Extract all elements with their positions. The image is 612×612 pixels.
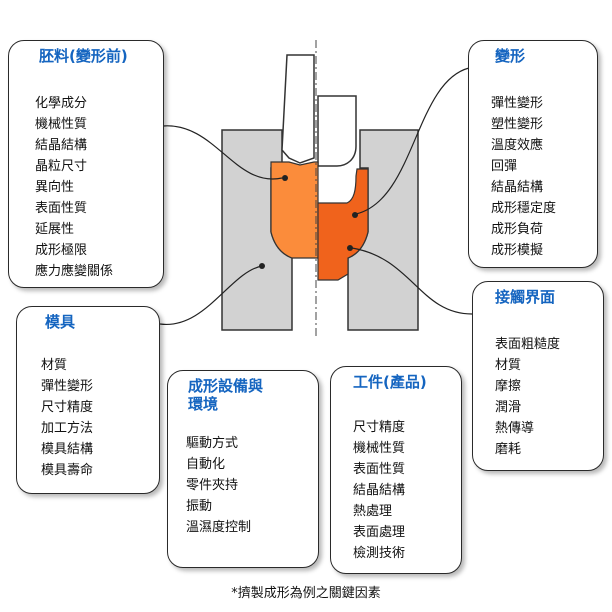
deformation-factor-item: 成形模擬: [491, 243, 544, 258]
die-factors-title: 模具: [45, 313, 76, 331]
workpiece-factors-box: 工件(產品) 尺寸精度機械性質表面性質結晶結構熱處理表面處理檢測技術: [330, 366, 462, 574]
leader-billet: [162, 125, 283, 180]
contact-factor-item: 材質: [495, 358, 522, 373]
billet-factor-item: 結晶結構: [35, 138, 88, 153]
equipment-environment-list: 驅動方式自動化零件夾持振動溫濕度控制: [168, 433, 318, 538]
equipment-factor-item: 零件夾持: [186, 478, 239, 493]
deformation-factors-box: 變形 彈性變形塑性變形溫度效應回彈結晶結構成形穩定度成形負荷成形模擬: [468, 40, 598, 268]
footnote: *擠製成形為例之關鍵因素: [231, 586, 381, 601]
right-punch: [317, 95, 357, 167]
contact-interface-box: 接觸界面 表面粗糙度材質摩擦潤滑熱傳導磨耗: [472, 281, 604, 471]
billet-factor-item: 異向性: [35, 180, 75, 195]
contact-factor-item: 熱傳導: [495, 421, 535, 436]
leader-dot-billet: [282, 175, 288, 181]
leader-dot-deformation: [352, 212, 358, 218]
workpiece-factor-item: 機械性質: [353, 441, 406, 456]
equipment-title-line1: 成形設備與: [188, 377, 264, 395]
leader-deformation: [355, 67, 470, 215]
die-factor-item: 材質: [41, 358, 68, 373]
workpiece-factor-item: 表面處理: [353, 525, 406, 540]
deformation-factor-item: 溫度效應: [491, 138, 544, 153]
equipment-title-line2: 環境: [188, 395, 219, 413]
deformation-factors-title: 變形: [495, 47, 526, 65]
die-factor-item: 加工方法: [41, 421, 94, 436]
equipment-factor-item: 振動: [186, 499, 213, 514]
die-factor-item: 彈性變形: [41, 379, 94, 394]
leader-contact: [351, 247, 473, 315]
billet-factors-list: 化學成分機械性質結晶結構晶粒尺寸異向性表面性質延展性成形極限應力應變關係: [9, 93, 163, 282]
die-factor-item: 尺寸精度: [41, 400, 94, 415]
workpiece-factor-item: 尺寸精度: [353, 420, 406, 435]
die-factors-box: 模具 材質彈性變形尺寸精度加工方法模具結構模具壽命: [16, 306, 160, 494]
contact-factor-item: 表面粗糙度: [495, 337, 561, 352]
equipment-factor-item: 溫濕度控制: [186, 520, 252, 535]
equipment-factor-item: 驅動方式: [186, 436, 239, 451]
billet-factor-item: 應力應變關係: [35, 264, 114, 279]
workpiece-factor-item: 熱處理: [353, 504, 393, 519]
billet-factor-item: 表面性質: [35, 201, 88, 216]
billet-factor-item: 化學成分: [35, 96, 88, 111]
die-factor-item: 模具結構: [41, 442, 94, 457]
equipment-environment-title: 成形設備與 環境: [168, 377, 318, 413]
equipment-environment-box: 成形設備與 環境 驅動方式自動化零件夾持振動溫濕度控制: [167, 370, 319, 568]
die-factor-item: 模具壽命: [41, 463, 94, 478]
contact-factor-item: 摩擦: [495, 379, 522, 394]
workpiece-factor-item: 檢測技術: [353, 546, 406, 561]
left-punch: [281, 54, 315, 164]
workpiece-factor-item: 結晶結構: [353, 483, 406, 498]
billet-factor-item: 延展性: [35, 222, 75, 237]
billet-factor-item: 成形極限: [35, 243, 88, 258]
deformation-factor-item: 成形穩定度: [491, 201, 557, 216]
workpiece-factor-item: 表面性質: [353, 462, 406, 477]
leader-dot-contact: [347, 245, 353, 251]
billet-factors-title: 胚料(變形前): [39, 47, 128, 65]
deformation-factor-item: 結晶結構: [491, 180, 544, 195]
deformation-factor-item: 回彈: [491, 159, 518, 174]
leader-die: [159, 265, 263, 325]
deformation-factor-item: 塑性變形: [491, 117, 544, 132]
contact-factor-item: 潤滑: [495, 400, 522, 415]
contact-interface-list: 表面粗糙度材質摩擦潤滑熱傳導磨耗: [473, 334, 603, 460]
deformation-factor-item: 彈性變形: [491, 96, 544, 111]
billet-factors-box: 胚料(變形前) 化學成分機械性質結晶結構晶粒尺寸異向性表面性質延展性成形極限應力…: [8, 40, 164, 288]
deformed-workpiece: [317, 168, 369, 281]
contact-interface-title: 接觸界面: [495, 288, 556, 306]
billet-factor-item: 機械性質: [35, 117, 88, 132]
workpiece-factors-title: 工件(產品): [353, 373, 427, 391]
die-factors-list: 材質彈性變形尺寸精度加工方法模具結構模具壽命: [17, 355, 159, 481]
workpiece-factors-list: 尺寸精度機械性質表面性質結晶結構熱處理表面處理檢測技術: [331, 417, 461, 564]
contact-factor-item: 磨耗: [495, 442, 522, 457]
deformation-factor-item: 成形負荷: [491, 222, 544, 237]
deformation-factors-list: 彈性變形塑性變形溫度效應回彈結晶結構成形穩定度成形負荷成形模擬: [469, 93, 597, 261]
equipment-factor-item: 自動化: [186, 457, 226, 472]
billet-factor-item: 晶粒尺寸: [35, 159, 88, 174]
billet-shape: [270, 161, 319, 259]
leader-dot-die: [259, 263, 265, 269]
